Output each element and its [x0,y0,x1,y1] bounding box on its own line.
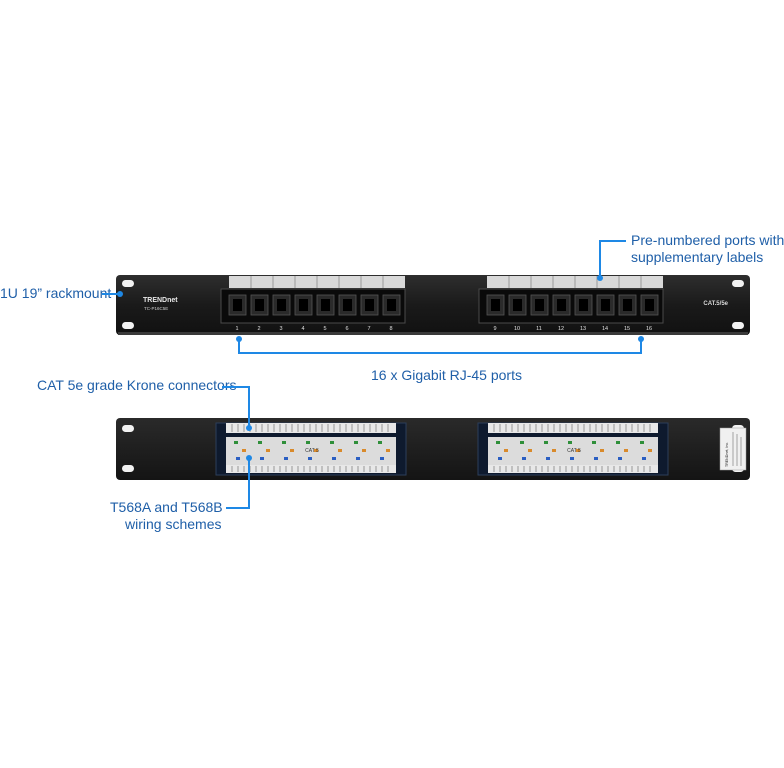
block-mark: CAT 5 [567,448,581,454]
port-number: 14 [602,326,608,332]
callout-line-krone-h [222,386,250,388]
bracket-right [640,338,642,354]
brand-logo-text: TRENDnet [143,297,178,304]
callout-prenumbered-line1: Pre-numbered ports with [631,232,784,248]
port-number: 9 [493,326,496,332]
port-number: 7 [367,326,370,332]
krone-block-left: CAT 5 [215,422,407,476]
callout-line-rackmount [102,293,120,295]
port-number: 16 [646,326,652,332]
block-mark: CAT 5 [305,448,319,454]
krone-block-right: CAT 5 [477,422,669,476]
front-patch-panel: 1 2 3 4 5 6 7 8 9 10 11 12 13 14 15 16 T… [116,275,750,335]
port-number: 13 [580,326,586,332]
port-number: 12 [558,326,564,332]
callout-prenumbered-line2: supplementary labels [631,249,764,265]
port-number: 4 [301,326,304,332]
category-mark: CAT.5/5e [703,301,728,307]
callout-ports: 16 x Gigabit RJ-45 ports [371,367,522,383]
port-number: 10 [514,326,520,332]
callout-dot-rackmount [117,291,123,297]
callout-dot-wiring [246,455,252,461]
callout-line-wiring-h [226,507,250,509]
callout-wiring-line1: T568A and T568B [110,499,223,515]
bracket-dot-right [638,336,644,342]
sticker-text: TRENDnet, Inc. [725,442,729,467]
mount-slot [122,280,134,287]
callout-rackmount: 1U 19” rackmount [0,285,112,301]
rear-patch-panel: CAT 5 [116,418,750,480]
port-number: 15 [624,326,630,332]
bracket-bottom [238,352,642,354]
port-number: 2 [257,326,260,332]
port-number: 8 [389,326,392,332]
callout-dot-krone [246,425,252,431]
callout-line-krone-v [248,386,250,428]
callout-wiring-line2: wiring schemes [125,516,222,532]
mount-slot [122,322,134,329]
port-number: 6 [345,326,348,332]
callout-line-prenumbered-h [600,240,626,242]
callout-line-wiring-v [248,458,250,509]
model-number: TC-P16C5E [144,306,168,311]
port-number: 5 [323,326,326,332]
callout-krone: CAT 5e grade Krone connectors [37,377,237,393]
mount-slot [732,322,744,329]
callout-dot-prenumbered [597,275,603,281]
callout-line-prenumbered-v [599,240,601,278]
product-sticker: TRENDnet, Inc. [719,427,747,471]
port-number: 11 [536,326,542,332]
port-number: 3 [279,326,282,332]
port-number: 1 [235,326,238,332]
bracket-dot-left [236,336,242,342]
bracket-left [238,338,240,354]
mount-slot [732,280,744,287]
